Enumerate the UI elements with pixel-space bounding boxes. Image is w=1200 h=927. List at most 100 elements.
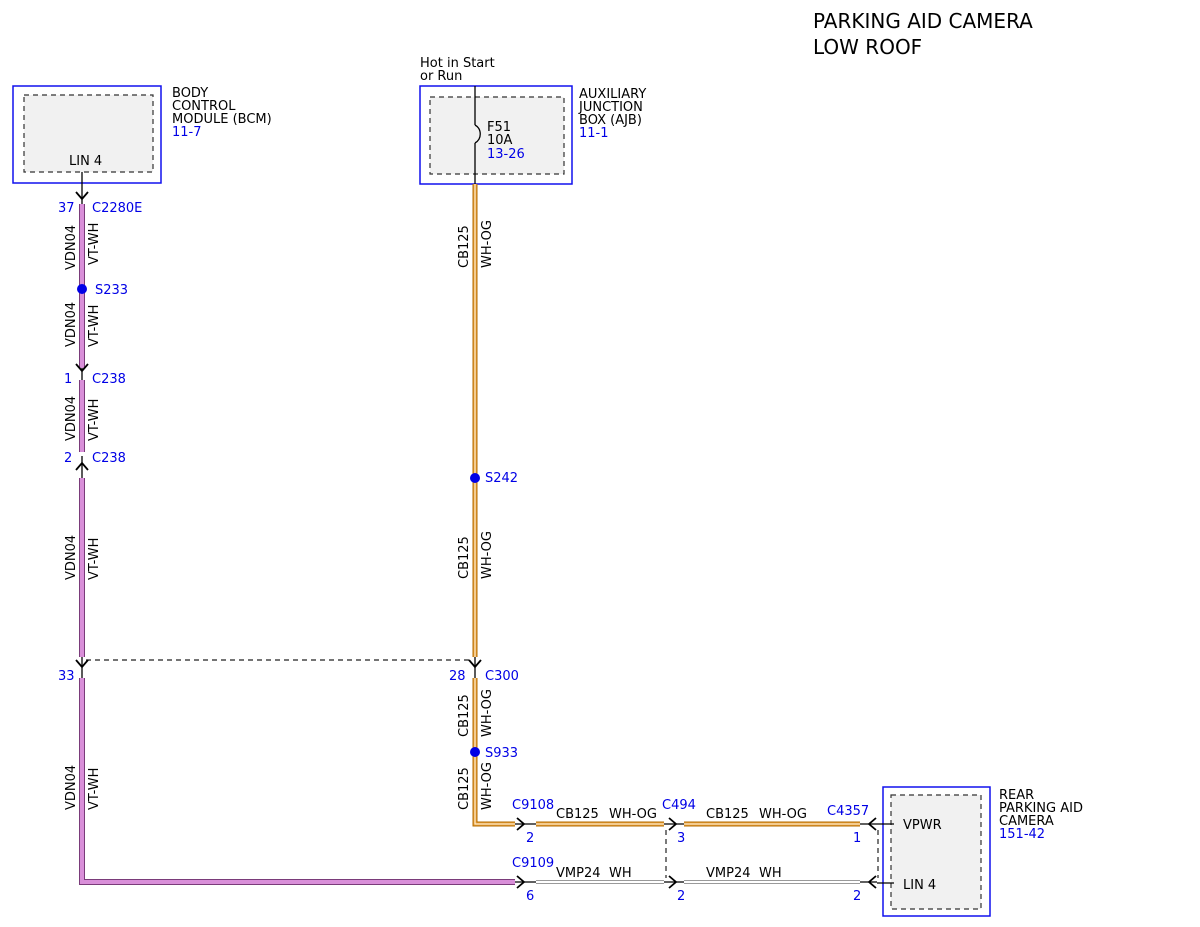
vdn04-circuit-1: VDN04 [64,225,79,270]
c300-left-pin: 33 [58,669,75,684]
ajb-internal [429,96,565,175]
c494-pin-bottom: 2 [677,889,685,904]
diagram-title: PARKING AID CAMERA [813,9,1033,33]
cb125-circuit-2: CB125 [457,536,472,579]
bcm-name-line2: CONTROL [172,99,236,114]
c300-pin: 28 [449,669,466,684]
c2280e-pin: 37 [58,201,75,216]
cb125-color-6: WH-OG [759,807,807,822]
diagram-subtitle: LOW ROOF [813,35,922,59]
c238a-name: C238 [92,372,126,387]
vmp24-color-1: WH [609,866,632,881]
c494-name: C494 [662,798,696,813]
cb125-circuit-3: CB125 [457,694,472,737]
vdn04-labels: VDN04 VT-WH VDN04 VT-WH VDN04 VT-WH VDN0… [64,223,102,810]
vdn04-circuit-4: VDN04 [64,535,79,580]
c494-bottom-arrow-icon [668,875,678,889]
wire-vdn04-segment-4 [80,678,515,884]
cb125-labels: CB125 WH-OG CB125 WH-OG CB125 WH-OG CB12… [457,220,495,810]
vdn04-color-3: VT-WH [87,399,102,441]
fuse-icon [474,124,481,144]
vmp24-circuit-2: VMP24 [706,866,751,881]
bcm-page-ref: 11-7 [172,125,202,140]
vdn04-color-5: VT-WH [87,768,102,810]
ajb-supply-line1: Hot in Start [420,56,495,71]
c4357-name: C4357 [827,804,869,819]
ajb-supply-line2: or Run [420,69,462,84]
c4357-pin-bottom: 2 [853,889,861,904]
horizontal-wire-labels: CB125 WH-OG CB125 WH-OG VMP24 WH VMP24 W… [556,807,807,881]
cb125-color-2: WH-OG [480,531,495,579]
vdn04-color-1: VT-WH [87,223,102,265]
wire-vdn04-vt-wh [79,204,515,885]
cb125-color-4: WH-OG [480,762,495,810]
ajb-page-ref: 11-1 [579,126,609,141]
camera-pin1-label: VPWR [903,818,942,833]
wire-vdn04-segment-4-edge [79,678,515,885]
camera-name-line2: PARKING AID [999,801,1083,816]
vdn04-color-4: VT-WH [87,538,102,580]
c2280e-name: C2280E [92,201,142,216]
splice-s242-dot [470,473,480,483]
c9108-pin: 2 [526,831,534,846]
c9108-arrow-icon [516,817,526,831]
splice-s933-label: S933 [485,746,518,761]
splice-s233-dot [77,284,87,294]
bcm-name-line1: BODY [172,86,208,101]
cb125-color-1: WH-OG [480,220,495,268]
fuse-page-ref: 13-26 [487,147,525,162]
camera-pin2-label: LIN 4 [903,878,936,893]
c238b-name: C238 [92,451,126,466]
c238a-arrow-icon [75,363,89,373]
cb125-circuit-6: CB125 [706,807,749,822]
camera-name-line1: REAR [999,788,1034,803]
c9109-name: C9109 [512,856,554,871]
c238a-pin: 1 [64,372,72,387]
vmp24-circuit-1: VMP24 [556,866,601,881]
bcm-component: LIN 4 BODY CONTROL MODULE (BCM) 11-7 [12,85,272,192]
vdn04-color-2: VT-WH [87,305,102,347]
c494-pin-top: 3 [677,831,685,846]
c494-top-arrow-icon [668,817,678,831]
c4357-top-arrow-icon [867,817,877,831]
wire-cb125-wh-og [472,184,860,827]
vdn04-circuit-2: VDN04 [64,302,79,347]
camera-component: VPWR LIN 4 REAR PARKING AID CAMERA 151-4… [877,786,1083,917]
c4357-pin-top: 1 [853,831,861,846]
fuse-label: F51 [487,120,511,135]
c238b-pin: 2 [64,451,72,466]
camera-name-line3: CAMERA [999,814,1054,829]
vmp24-color-2: WH [759,866,782,881]
cb125-color-3: WH-OG [480,689,495,737]
bcm-name-line3: MODULE (BCM) [172,112,272,127]
c238b-arrow-icon [75,461,89,471]
c300-name: C300 [485,669,519,684]
bcm-pin-label: LIN 4 [69,154,102,169]
splice-s933-dot [470,747,480,757]
bcm-internal [23,94,154,173]
connector-arrows [75,191,877,889]
vdn04-circuit-5: VDN04 [64,765,79,810]
c300-left-arrow-icon [75,659,89,669]
ajb-name-line2: JUNCTION [578,100,643,115]
camera-internal [890,794,982,910]
splice-s242-label: S242 [485,471,518,486]
c9109-pin: 6 [526,889,534,904]
cb125-circuit-1: CB125 [457,225,472,268]
splice-s233-label: S233 [95,283,128,298]
camera-page-ref: 151-42 [999,827,1045,842]
c9108-name: C9108 [512,798,554,813]
ajb-name-line3: BOX (AJB) [579,113,642,128]
vdn04-circuit-3: VDN04 [64,396,79,441]
cb125-circuit-4: CB125 [457,767,472,810]
c9109-arrow-icon [516,875,526,889]
ajb-component: Hot in Start or Run F51 10A 13-26 AUXILI… [419,56,646,185]
c300-arrow-icon [468,659,482,669]
cb125-color-5: WH-OG [609,807,657,822]
cb125-circuit-5: CB125 [556,807,599,822]
c4357-bottom-arrow-icon [867,875,877,889]
c2280e-arrow-icon [75,191,89,201]
ajb-name-line1: AUXILIARY [579,87,646,102]
wire-cb125-segment-2-core [474,678,515,825]
